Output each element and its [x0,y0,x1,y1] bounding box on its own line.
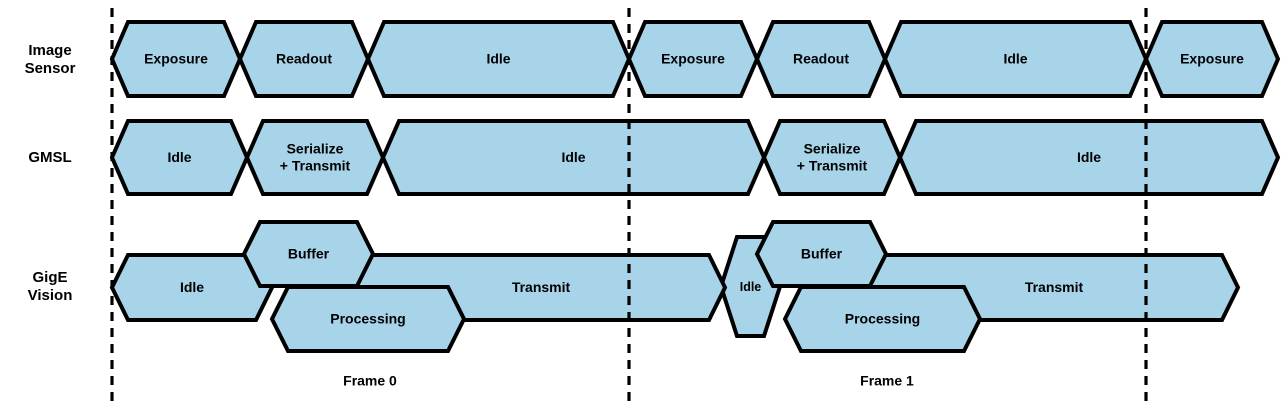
block-shape [897,119,1281,196]
block-image-sensor-exposure-2[interactable]: Exposure [1143,20,1281,98]
block-label-line: + Transmit [280,158,351,174]
block-gmsl-serialize-transmit-1[interactable]: Serialize+ Transmit [761,119,903,196]
block-gmsl-idle-c[interactable]: Idle [897,119,1281,196]
block-shape [380,119,767,196]
block-gmsl-idle-b[interactable]: Idle [380,119,767,196]
lane-label-line: Image [28,42,71,59]
block-label: Idle [180,279,204,295]
block-label: Idle [1077,149,1101,165]
lane-gige-vision: Idle Idle Transmit Transmit BufferProcessing… [109,220,1241,353]
block-gmsl-idle-a[interactable]: Idle [109,119,250,196]
block-shape [761,119,903,196]
lane-label-line: Vision [28,287,73,304]
block-label-line: Serialize [287,141,344,157]
block-shape [269,285,467,353]
lane-label-line: GigE [32,269,67,286]
block-label-line: Serialize [804,141,861,157]
lane-label-line: GMSL [28,149,71,166]
block-label: Readout [793,51,849,67]
block-shape [882,20,1149,98]
block-label: Exposure [661,51,725,67]
block-label: Idle [167,149,191,165]
block-shape [244,119,386,196]
block-label-line: + Transmit [797,158,868,174]
block-label: Processing [845,311,920,327]
block-gige-vision-processing-1[interactable]: Processing [782,285,983,353]
block-label: Transmit [512,279,571,295]
block-label: Exposure [1180,51,1244,67]
block-gige-vision-processing-0[interactable]: Processing [269,285,467,353]
frame-1-label: Frame 1 [860,373,914,389]
block-shape [237,20,371,98]
lane-label-line: Sensor [25,60,76,77]
block-label: Buffer [288,246,330,262]
frame-dividers-group [110,8,1148,405]
block-image-sensor-readout-1[interactable]: Readout [754,20,888,98]
block-image-sensor-exposure-1[interactable]: Exposure [626,20,760,98]
block-label: Idle [486,51,510,67]
block-label: Processing [330,311,405,327]
block-label: Exposure [144,51,208,67]
block-image-sensor-idle-0[interactable]: Idle [365,20,632,98]
block-image-sensor-readout-0[interactable]: Readout [237,20,371,98]
block-gige-vision-buffer-1[interactable]: Buffer [754,220,889,288]
frame-0-label: Frame 0 [343,373,397,389]
block-label: Transmit [1025,279,1084,295]
block-label: Buffer [801,246,843,262]
block-label: Idle [740,280,762,294]
frame-labels-group: Frame 0 Frame 1 [343,373,914,389]
block-label: Idle [561,149,585,165]
block-gmsl-serialize-transmit-0[interactable]: Serialize+ Transmit [244,119,386,196]
lane-label-gmsl: GMSL [28,149,71,166]
lane-image-sensor: Exposure Readout Idle Exposure Readout Idle Ex… [109,20,1281,98]
block-shape [782,285,983,353]
block-shape [365,20,632,98]
block-image-sensor-exposure-0[interactable]: Exposure [109,20,243,98]
block-label: Readout [276,51,332,67]
block-gige-vision-buffer-0[interactable]: Buffer [241,220,376,288]
block-label: Idle [1003,51,1027,67]
block-shape [754,20,888,98]
block-image-sensor-idle-1[interactable]: Idle [882,20,1149,98]
